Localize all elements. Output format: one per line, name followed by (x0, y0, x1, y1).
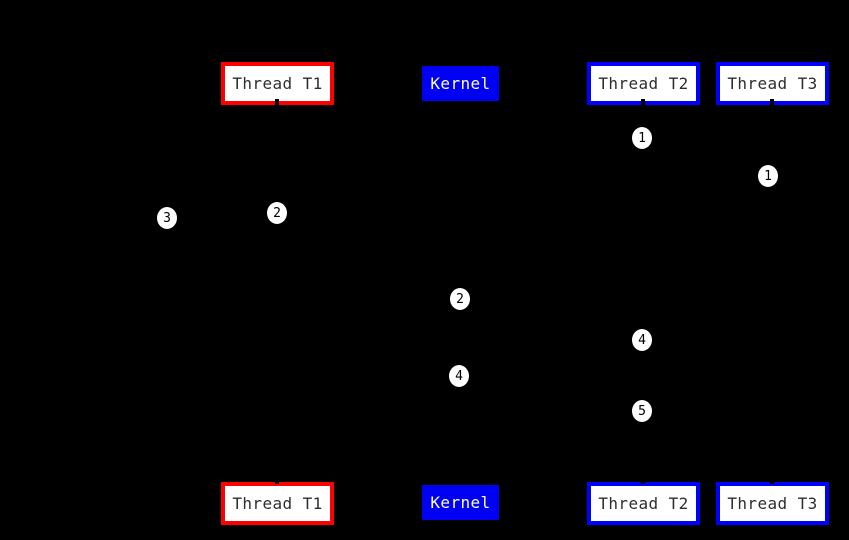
lifeline-tick (641, 99, 645, 107)
step-marker: 4 (449, 365, 469, 387)
node-kernel-bottom: Kernel (422, 485, 499, 520)
thread-t3-label: Thread T3 (727, 494, 818, 513)
step-marker-label: 5 (638, 403, 646, 419)
node-thread-t1-bottom: Thread T1 (221, 482, 334, 525)
kernel-label: Kernel (430, 74, 491, 93)
node-kernel-top: Kernel (422, 66, 499, 101)
lifeline-tick (275, 476, 279, 484)
thread-t2-label: Thread T2 (598, 74, 689, 93)
node-thread-t3-top: Thread T3 (716, 62, 829, 105)
step-marker: 4 (632, 329, 652, 351)
step-marker: 1 (632, 127, 652, 149)
step-marker-label: 4 (638, 332, 646, 348)
step-marker-label: 1 (638, 130, 646, 146)
lifeline-tick (275, 99, 279, 107)
step-marker: 3 (157, 207, 177, 229)
step-marker-label: 3 (163, 210, 171, 226)
step-marker-label: 1 (764, 168, 772, 184)
thread-t2-label: Thread T2 (598, 494, 689, 513)
step-marker: 2 (267, 202, 287, 224)
thread-t1-label: Thread T1 (232, 494, 323, 513)
node-thread-t3-bottom: Thread T3 (716, 482, 829, 525)
lifeline-tick (770, 99, 774, 107)
node-thread-t1-top: Thread T1 (221, 62, 334, 105)
thread-t3-label: Thread T3 (727, 74, 818, 93)
lifeline-tick (641, 476, 645, 484)
step-marker-label: 4 (455, 368, 463, 384)
kernel-label: Kernel (430, 493, 491, 512)
step-marker: 1 (758, 165, 778, 187)
step-marker-label: 2 (456, 291, 464, 307)
step-marker-label: 2 (273, 205, 281, 221)
thread-t1-label: Thread T1 (232, 74, 323, 93)
step-marker: 2 (450, 288, 470, 310)
node-thread-t2-bottom: Thread T2 (587, 482, 700, 525)
lifeline-tick (770, 476, 774, 484)
step-marker: 5 (632, 400, 652, 422)
